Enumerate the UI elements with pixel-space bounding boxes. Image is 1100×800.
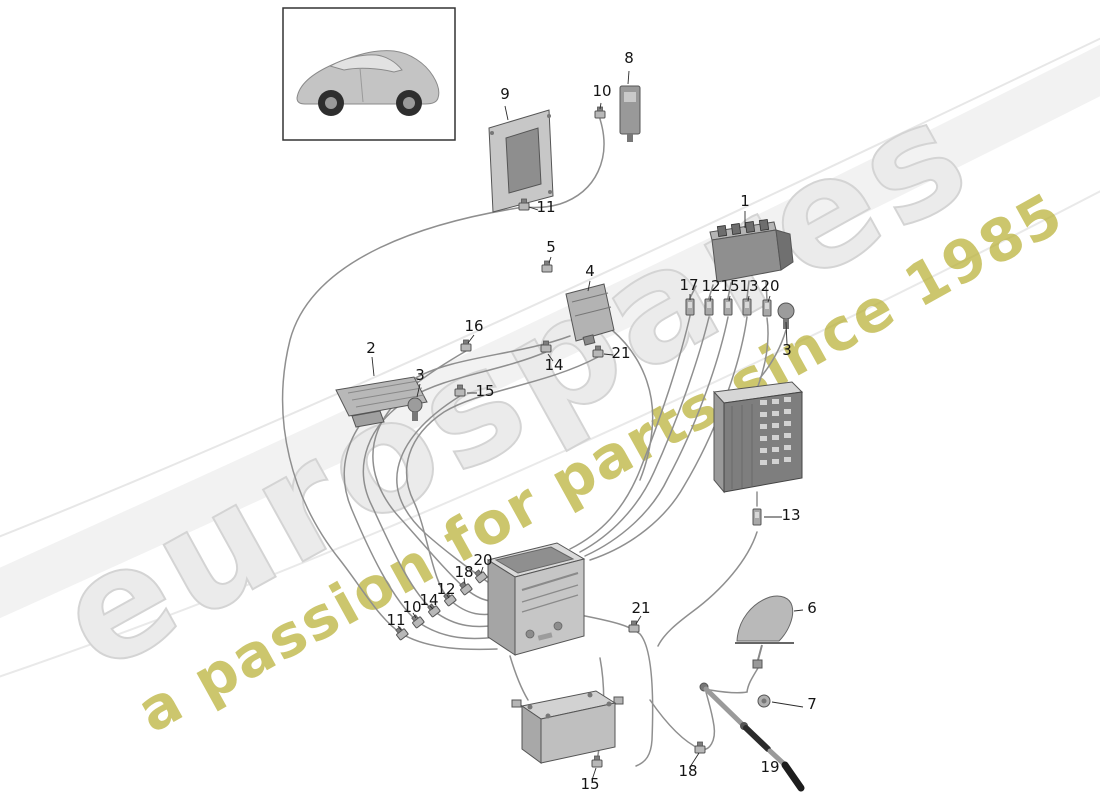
callout-2: 2 — [366, 339, 376, 357]
connector-12 — [704, 298, 714, 316]
cable-run-10 — [589, 316, 748, 561]
callout-15-top: 15 — [720, 277, 739, 295]
callout-11-top: 11 — [536, 198, 555, 216]
part-2-aerial-plate — [335, 376, 428, 428]
cable-run-15 — [657, 531, 758, 647]
callout-15-lower: 15 — [580, 775, 599, 793]
radio-head-unit — [486, 542, 586, 656]
part-19-antenna-mast — [699, 682, 805, 792]
callout-13-top: 13 — [739, 277, 758, 295]
callout-1: 1 — [740, 192, 750, 210]
cable-run-16 — [579, 614, 654, 767]
callout-7: 7 — [807, 695, 817, 713]
cable-run-6 — [396, 395, 498, 590]
callout-14-mid: 14 — [544, 356, 563, 374]
callout-16: 16 — [464, 317, 483, 335]
callout-14-bottom: 14 — [419, 591, 438, 609]
cable-run-12 — [611, 329, 654, 481]
callout-12-bottom: 12 — [436, 580, 455, 598]
cable-run-13 — [759, 329, 787, 379]
callout-17: 17 — [679, 276, 698, 294]
clip-21-bottom — [628, 620, 640, 633]
connector-20 — [762, 299, 772, 317]
part-1-antenna-amplifier — [709, 219, 794, 283]
cable-run-7 — [569, 315, 691, 550]
radio-knob-left — [525, 629, 535, 639]
cable-run-20 — [746, 667, 759, 693]
callout-5: 5 — [546, 238, 556, 256]
callout-21-mid: 21 — [611, 344, 630, 362]
connector-17 — [685, 298, 695, 316]
part-7-grommet — [757, 694, 771, 708]
cable-run-11 — [757, 317, 769, 387]
callout-13-right: 13 — [781, 506, 800, 524]
callout-15-mid: 15 — [475, 382, 494, 400]
cable-run-2 — [343, 335, 571, 640]
part-4-module — [565, 283, 615, 346]
part-3-grommet-left — [407, 397, 423, 421]
callout-18-lower: 18 — [678, 762, 697, 780]
cable-run-8 — [579, 316, 710, 553]
connector-15 — [723, 298, 733, 316]
callout-3-left: 3 — [415, 366, 425, 384]
clip-18-lower — [694, 741, 706, 754]
callout-labels: 9 10 8 11 1 5 4 17 12 15 13 20 3 2 3 16 … — [366, 49, 817, 793]
callout-6: 6 — [807, 599, 817, 617]
callout-4: 4 — [585, 262, 595, 280]
ecu-module — [511, 690, 624, 764]
callout-20-top: 20 — [760, 277, 779, 295]
callout-12-top: 12 — [701, 277, 720, 295]
part-9-bracket-plate — [488, 109, 554, 213]
car-illustration — [296, 50, 440, 116]
vehicle-thumbnail — [282, 7, 456, 141]
cable-run-21 — [709, 689, 748, 694]
radio-knob-right — [553, 621, 563, 631]
part-13-connector — [752, 508, 762, 526]
clip-15-lower — [591, 755, 603, 768]
callout-21-bottom: 21 — [631, 599, 650, 617]
cable-run-9 — [584, 316, 729, 557]
callout-10-top: 10 — [592, 82, 611, 100]
callout-10-bottom: 10 — [402, 598, 421, 616]
callout-11-bottom: 11 — [386, 611, 405, 629]
background-swoosh — [0, 37, 1100, 678]
part-8-module — [619, 85, 641, 142]
callout-18-bottom: 18 — [454, 563, 473, 581]
callout-19: 19 — [760, 758, 779, 776]
leader-lines — [371, 70, 804, 781]
cable-run-19 — [509, 655, 529, 701]
callout-8: 8 — [624, 49, 634, 67]
part-6-roof-antenna — [735, 595, 794, 669]
radio-screen — [494, 546, 575, 574]
cable-run-1 — [281, 118, 605, 651]
clip-5 — [541, 260, 553, 273]
cable-run-3 — [362, 351, 547, 628]
callout-9: 9 — [500, 85, 510, 103]
callout-20-bottom: 20 — [473, 551, 492, 569]
tuner-control-unit — [712, 381, 804, 494]
cable-run-17 — [649, 691, 716, 751]
connector-13 — [742, 298, 752, 316]
callout-3-right: 3 — [782, 341, 792, 359]
